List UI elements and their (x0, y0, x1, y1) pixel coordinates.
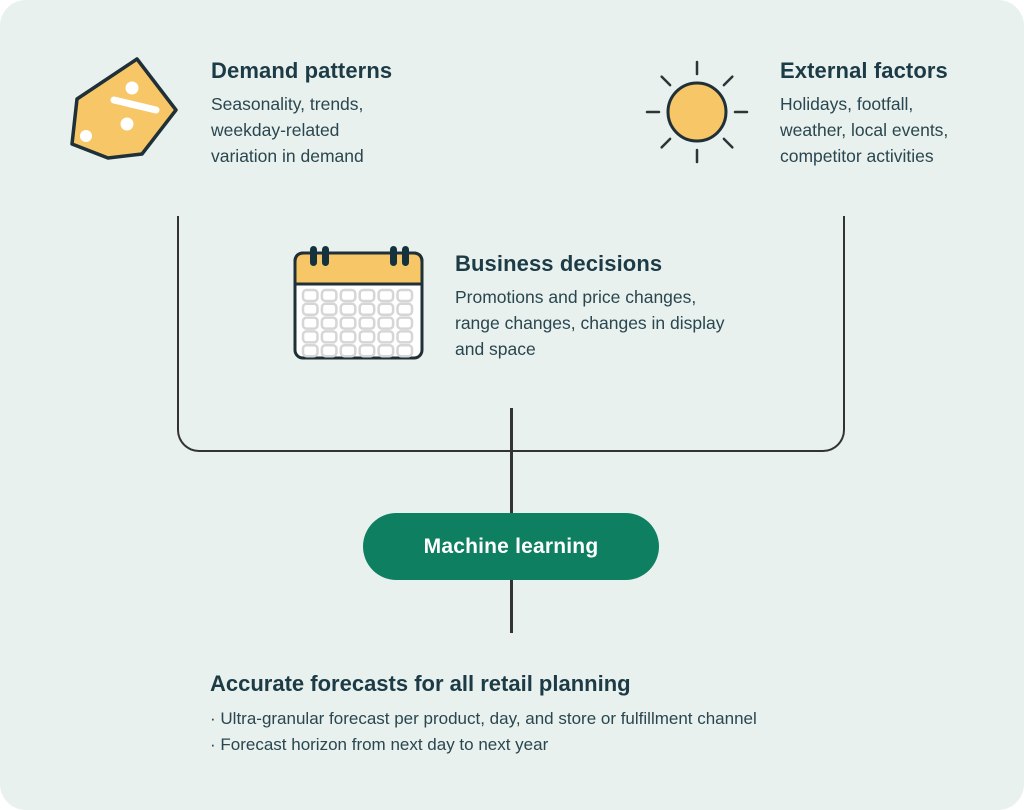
sun-icon (645, 60, 749, 164)
calendar-grid (301, 288, 414, 358)
connector-ml-to-outcome (510, 580, 513, 633)
demand-patterns-title: Demand patterns (211, 58, 393, 83)
connector-bracket-to-ml (510, 408, 513, 513)
calendar-icon (293, 246, 424, 360)
discount-tag-icon (70, 57, 178, 160)
demand-patterns-section: Demand patterns Seasonality, trends, wee… (211, 57, 461, 169)
business-decisions-line: range changes, changes in display (455, 313, 725, 333)
calendar-binder-rings (310, 246, 409, 266)
outcome-bullet: · Forecast horizon from next day to next… (210, 735, 549, 754)
outcome-section: Accurate forecasts for all retail planni… (210, 670, 930, 758)
demand-patterns-line: variation in demand (211, 146, 364, 166)
business-decisions-section: Business decisions Promotions and price … (455, 250, 765, 362)
machine-learning-label: Machine learning (423, 534, 599, 558)
business-decisions-title: Business decisions (455, 251, 663, 276)
business-decisions-line: Promotions and price changes, (455, 287, 697, 307)
business-decisions-line: and space (455, 339, 536, 359)
machine-learning-node: Machine learning (363, 513, 659, 580)
external-factors-line: weather, local events, (780, 120, 949, 140)
external-factors-title: External factors (780, 58, 948, 83)
demand-patterns-line: weekday-related (211, 120, 340, 140)
outcome-title: Accurate forecasts for all retail planni… (210, 671, 631, 696)
outcome-bullet: · Ultra-granular forecast per product, d… (210, 709, 757, 728)
external-factors-line: competitor activities (780, 146, 934, 166)
external-factors-line: Holidays, footfall, (780, 94, 914, 114)
external-factors-section: External factors Holidays, footfall, wea… (780, 57, 1010, 169)
demand-patterns-line: Seasonality, trends, (211, 94, 364, 114)
